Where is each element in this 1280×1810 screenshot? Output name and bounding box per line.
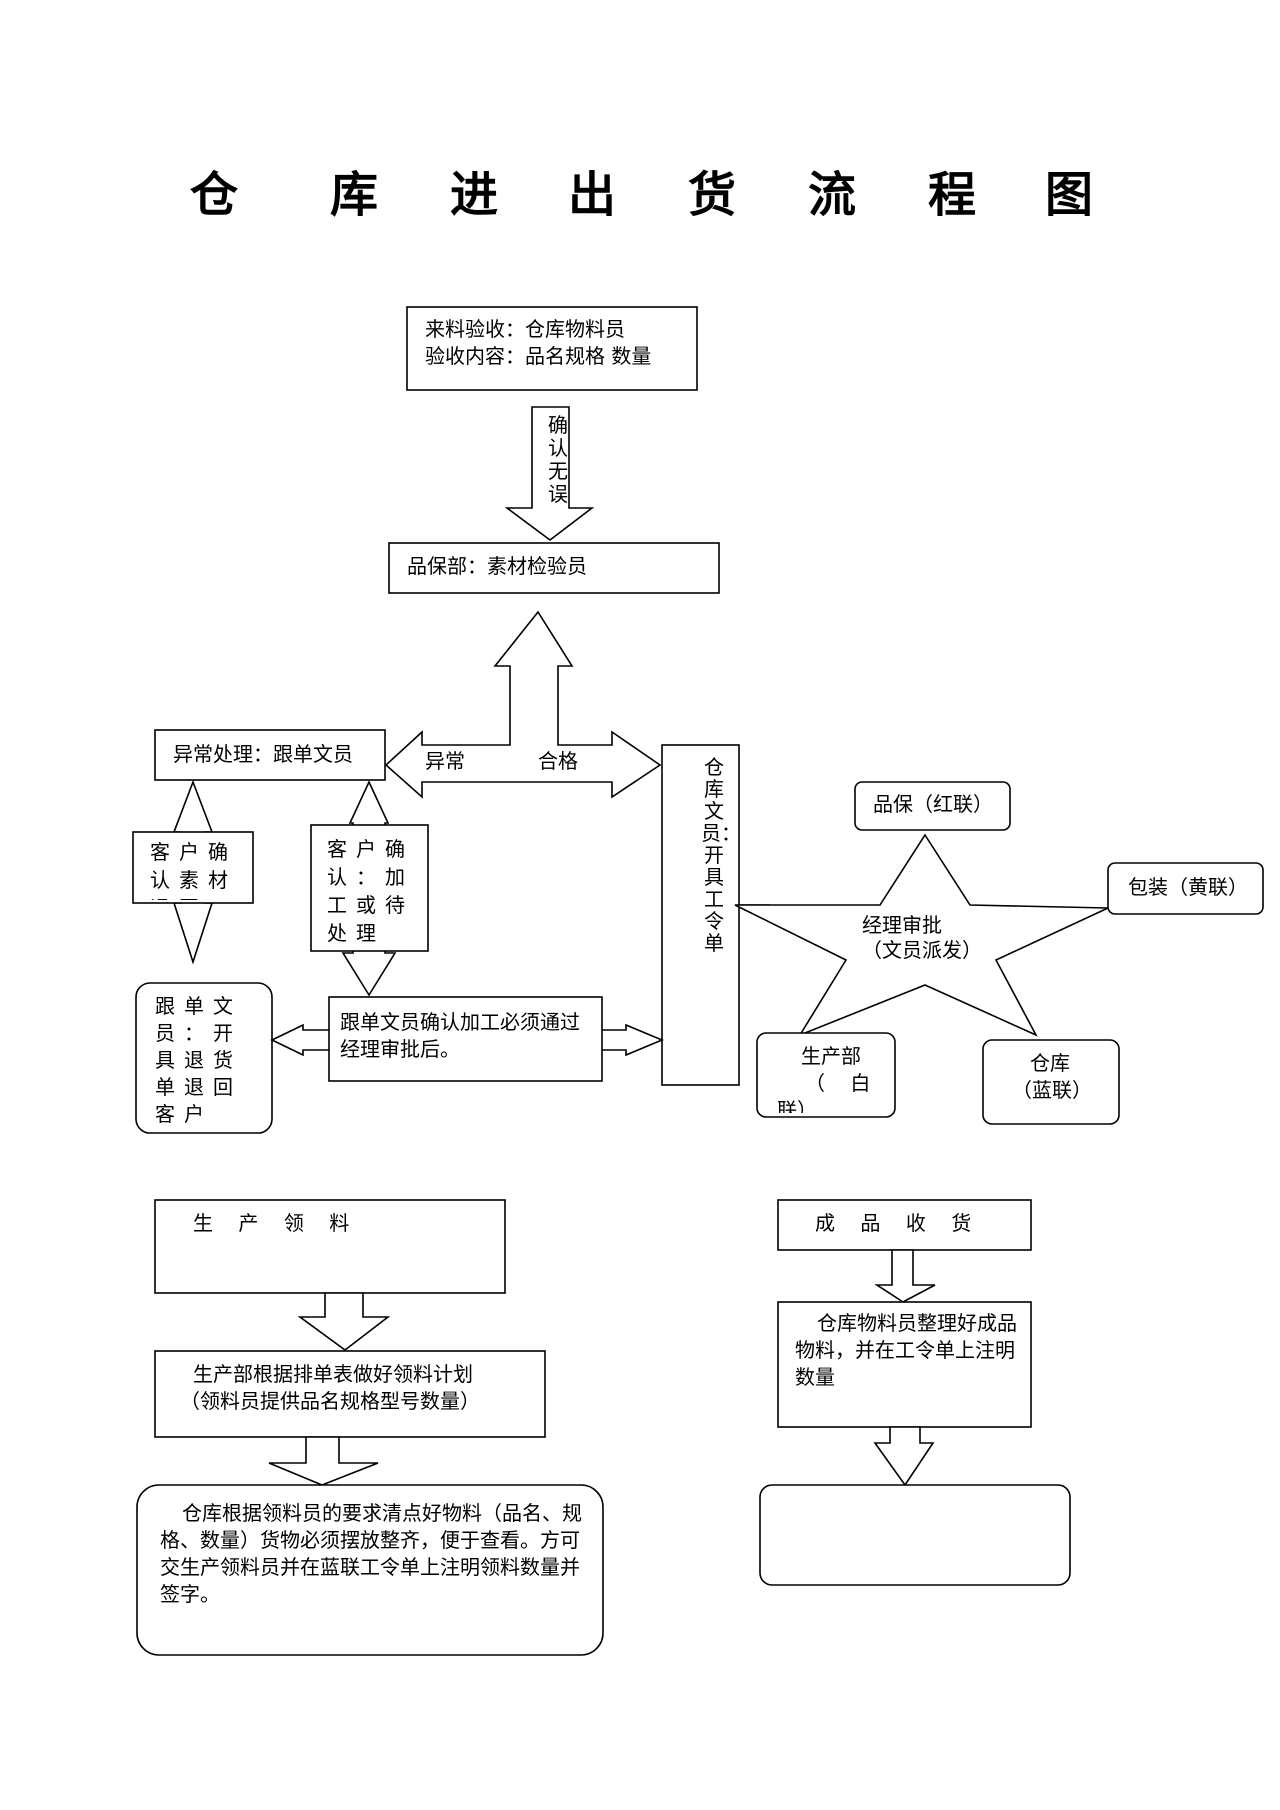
prod-copy-line1: 生产部 <box>801 1044 861 1068</box>
customer-process-box <box>310 824 429 952</box>
pack-copy-box <box>1107 862 1264 915</box>
title-char: 流 <box>808 167 857 223</box>
production-arrow-2 <box>268 1436 379 1486</box>
customer-return-box <box>132 831 254 904</box>
confirm-arrow-label: 确认无误 <box>548 413 568 506</box>
finished-step2-box <box>759 1484 1071 1586</box>
title-char: 仓 <box>190 167 239 223</box>
finished-arrow-1 <box>874 1249 936 1303</box>
anomaly-pass-arrow <box>384 610 662 799</box>
warehouse-clerk-label: 仓库文员：开具工令单 <box>701 755 741 955</box>
finished-arrow-2 <box>873 1426 935 1487</box>
clerk-return-box <box>135 982 273 1134</box>
qa-copy-label: 品保（红联） <box>873 792 993 816</box>
production-arrow-1 <box>297 1292 391 1352</box>
prod-copy-line3: 联） <box>777 1098 817 1113</box>
title-char: 库 <box>330 167 379 223</box>
manager-line2: （文员派发） <box>862 938 982 962</box>
qa-label: 品保部：素材检验员 <box>407 554 587 578</box>
title-char: 货 <box>688 167 737 223</box>
wh-copy-line1: 仓库 <box>1030 1051 1070 1075</box>
finished-step1-box <box>777 1301 1032 1428</box>
clerk-confirm-box <box>328 996 603 1082</box>
title-char: 进 <box>450 167 499 223</box>
production-head-label: 生 产 领 料 <box>193 1211 350 1235</box>
title-char: 程 <box>928 167 977 223</box>
pack-copy-label: 包装（黄联） <box>1128 875 1248 899</box>
production-step2-label: 仓库根据领料员的要求清点好物料（品名、规格、数量）货物必须摆放整齐，便于查看。方… <box>160 1501 582 1606</box>
clerk-return-label: 跟单文员：开具退货单退回客户 <box>155 994 242 1126</box>
warehouse-clerk-box <box>661 744 740 1086</box>
prod-copy-text: 生产部 （ 白 联） <box>765 1043 890 1113</box>
production-step1-box <box>154 1350 546 1438</box>
confirm-arrow <box>504 406 595 542</box>
finished-step1-label: 仓库物料员整理好成品物料，并在工令单上注明数量 <box>795 1311 1017 1389</box>
manager-star <box>734 833 1109 1037</box>
qa-box <box>388 542 720 594</box>
wh-copy-line2: （蓝联） <box>1012 1078 1092 1102</box>
qa-copy-box <box>854 781 1011 831</box>
page-title: 仓 库 进 出 货 流 程 图 <box>0 160 1280 230</box>
incoming-line2: 验收内容：品名规格 数量 <box>425 344 652 368</box>
production-step1-line2: （领料员提供品名规格型号数量） <box>180 1389 480 1413</box>
anomaly-box <box>154 729 386 781</box>
title-char: 图 <box>1045 167 1094 223</box>
prod-copy-box <box>756 1032 896 1118</box>
manager-line1: 经理审批 <box>862 913 942 937</box>
finished-head-label: 成 品 收 货 <box>815 1211 972 1235</box>
incoming-box <box>406 306 698 391</box>
production-head-box <box>154 1199 506 1294</box>
title-char: 出 <box>568 167 617 223</box>
anomaly-label: 异常处理：跟单文员 <box>173 742 353 766</box>
production-step2-box <box>136 1484 604 1656</box>
label-pass: 合格 <box>538 749 578 773</box>
clerk-confirm-label: 跟单文员确认加工必须通过经理审批后。 <box>340 1010 580 1061</box>
wh-copy-box <box>982 1039 1120 1125</box>
prod-copy-line2: （ 白 <box>805 1071 871 1095</box>
label-anomaly: 异常 <box>425 749 465 773</box>
customer-process-label: 客户确认：加工或待处理 <box>327 837 414 945</box>
incoming-line1: 来料验收：仓库物料员 <box>425 317 625 341</box>
production-step1-line1: 生产部根据排单表做好领料计划 <box>193 1362 473 1386</box>
customer-return-label: 客户确认素材退回 <box>150 840 237 900</box>
